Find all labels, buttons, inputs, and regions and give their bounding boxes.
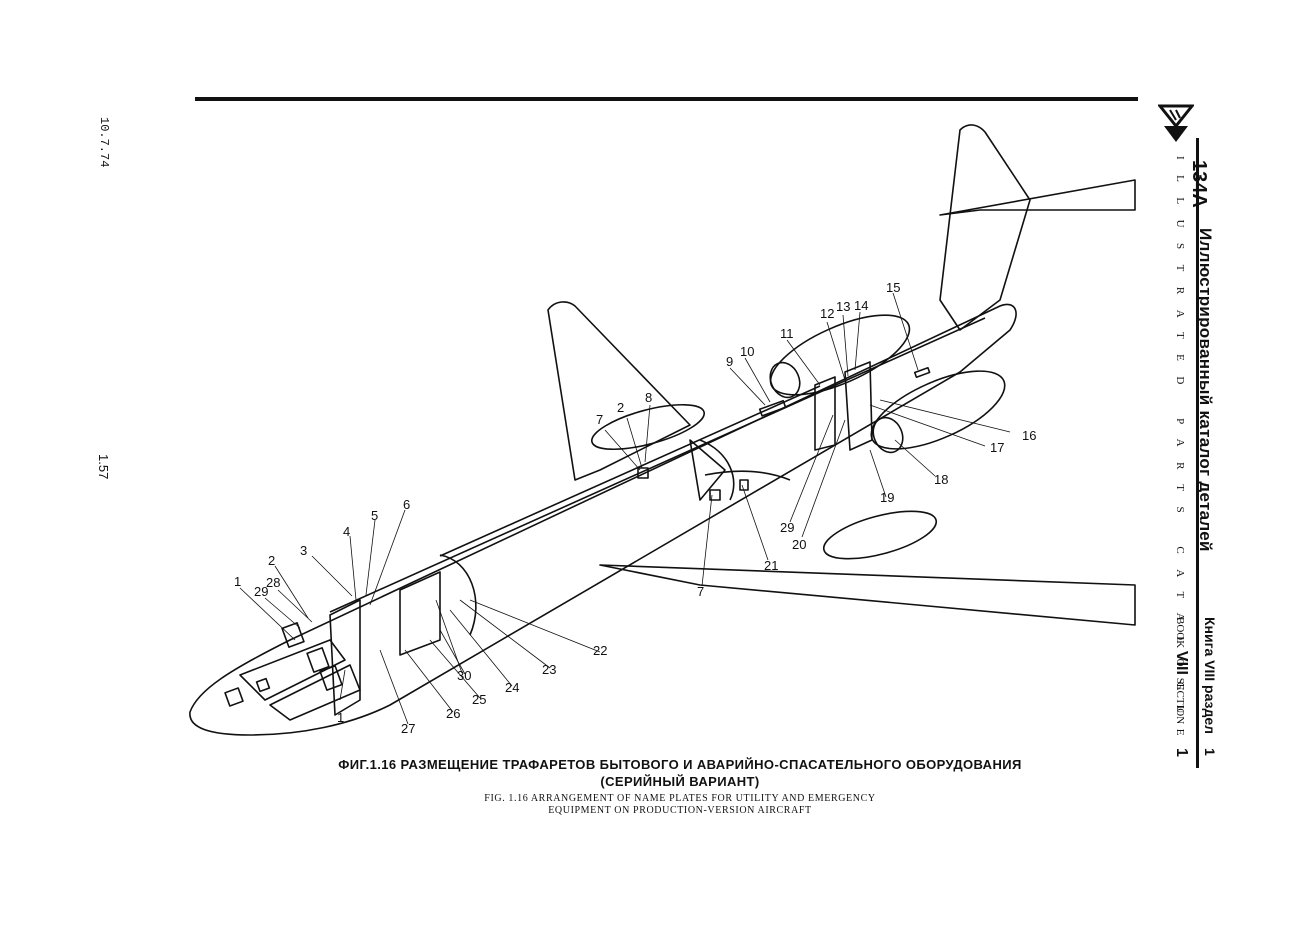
cockpit-floor <box>239 639 346 701</box>
callout-1a: 1 <box>234 574 241 589</box>
figure-caption-ru-line2: (СЕРИЙНЫЙ ВАРИАНТ) <box>600 774 760 789</box>
callout-7b: 7 <box>697 584 704 599</box>
callout-11: 11 <box>780 326 794 341</box>
callout-24: 24 <box>505 680 519 695</box>
callout-20: 20 <box>792 537 806 552</box>
figure-caption-en-line1: FIG. 1.16 ARRANGEMENT OF NAME PLATES FOR… <box>484 793 876 804</box>
figure-caption-en: FIG. 1.16 ARRANGEMENT OF NAME PLATES FOR… <box>180 793 1180 817</box>
callout-1b: 1 <box>337 710 344 725</box>
callout-29b: 29 <box>780 520 794 535</box>
callout-28: 28 <box>266 575 280 590</box>
callout-14: 14 <box>854 298 868 313</box>
callout-10: 10 <box>740 344 754 359</box>
callout-4: 4 <box>343 524 350 539</box>
callout-3: 3 <box>300 543 307 558</box>
frame-bulkhead-rear <box>699 439 735 501</box>
vertical-tail <box>939 124 1031 331</box>
callout-17: 17 <box>990 440 1004 455</box>
header-rule <box>195 97 1138 101</box>
frame-bulkhead-front <box>439 554 477 636</box>
figure-caption-ru: ФИГ.1.16 РАЗМЕЩЕНИЕ ТРАФАРЕТОВ БЫТОВОГО … <box>180 756 1180 790</box>
callout-12: 12 <box>820 306 834 321</box>
fuselage-outline <box>189 303 1017 736</box>
callout-18: 18 <box>934 472 948 487</box>
callout-19: 19 <box>880 490 894 505</box>
frame-aft <box>689 439 726 501</box>
callout-9: 9 <box>726 354 733 369</box>
callout-30: 30 <box>457 668 471 683</box>
callout-15: 15 <box>886 280 900 295</box>
left-wing <box>547 301 691 481</box>
callout-7a: 7 <box>596 412 603 427</box>
left-wing-pod <box>591 403 705 451</box>
callout-6: 6 <box>403 497 410 512</box>
horizontal-stabilizer <box>939 179 1136 216</box>
callout-13: 13 <box>836 299 850 314</box>
callout-8: 8 <box>645 390 652 405</box>
callout-21: 21 <box>764 558 778 573</box>
callout-16: 16 <box>1022 428 1036 443</box>
right-wing-pod <box>822 510 938 560</box>
figure-caption-en-line2: EQUIPMENT ON PRODUCTION-VERSION AIRCRAFT <box>548 805 812 816</box>
callout-29a: 29 <box>254 584 268 599</box>
callout-26: 26 <box>446 706 460 721</box>
manufacturer-logo <box>1158 104 1194 142</box>
callout-25: 25 <box>472 692 486 707</box>
callout-23: 23 <box>542 662 556 677</box>
callout-2a: 2 <box>268 553 275 568</box>
callout-22: 22 <box>593 643 607 658</box>
figure-caption-ru-line1: ФИГ.1.16 РАЗМЕЩЕНИЕ ТРАФАРЕТОВ БЫТОВОГО … <box>338 757 1022 772</box>
side-rule <box>1196 138 1199 768</box>
callout-5: 5 <box>371 508 378 523</box>
callout-2b: 2 <box>617 400 624 415</box>
callout-numbers: 1 1 2 2 3 4 5 6 7 7 8 9 10 11 12 13 14 1… <box>234 280 1036 736</box>
right-wing <box>599 564 1136 626</box>
callout-27: 27 <box>401 721 415 736</box>
